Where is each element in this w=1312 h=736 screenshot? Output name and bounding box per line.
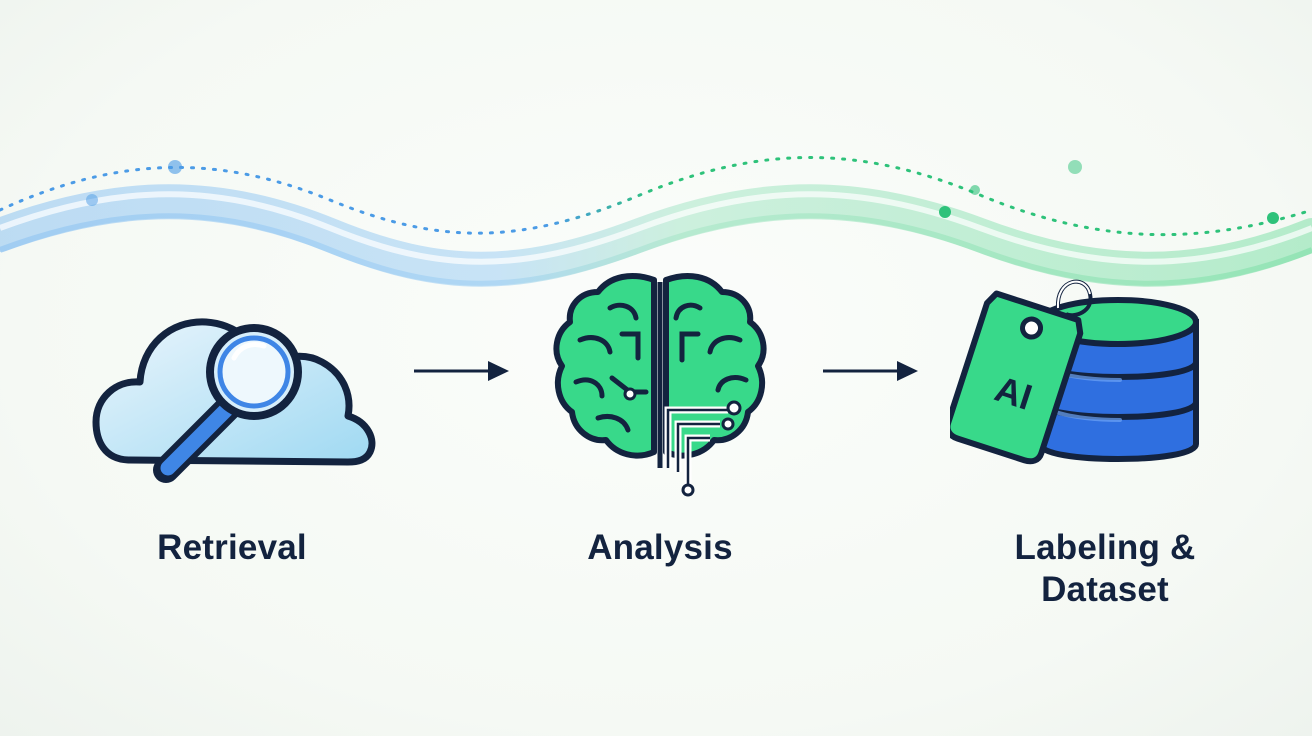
step-label-analysis: Analysis — [587, 528, 733, 567]
step-label-dataset-line2: Dataset — [1041, 570, 1169, 609]
arrow-right-icon — [823, 361, 918, 381]
step-label-dataset: Labeling & Dataset — [985, 527, 1225, 611]
step-label-retrieval: Retrieval — [157, 528, 307, 567]
step-label-dataset-line1: Labeling & — [1014, 528, 1196, 567]
tag-database-icon: AI — [950, 279, 1199, 465]
flow-ribbon — [0, 156, 1312, 287]
arrow-right-icon — [414, 361, 509, 381]
brain-circuit-icon — [553, 273, 767, 497]
cloud-search-icon — [92, 318, 376, 483]
database-icon — [1037, 297, 1199, 462]
ai-tag-icon — [950, 290, 1084, 465]
